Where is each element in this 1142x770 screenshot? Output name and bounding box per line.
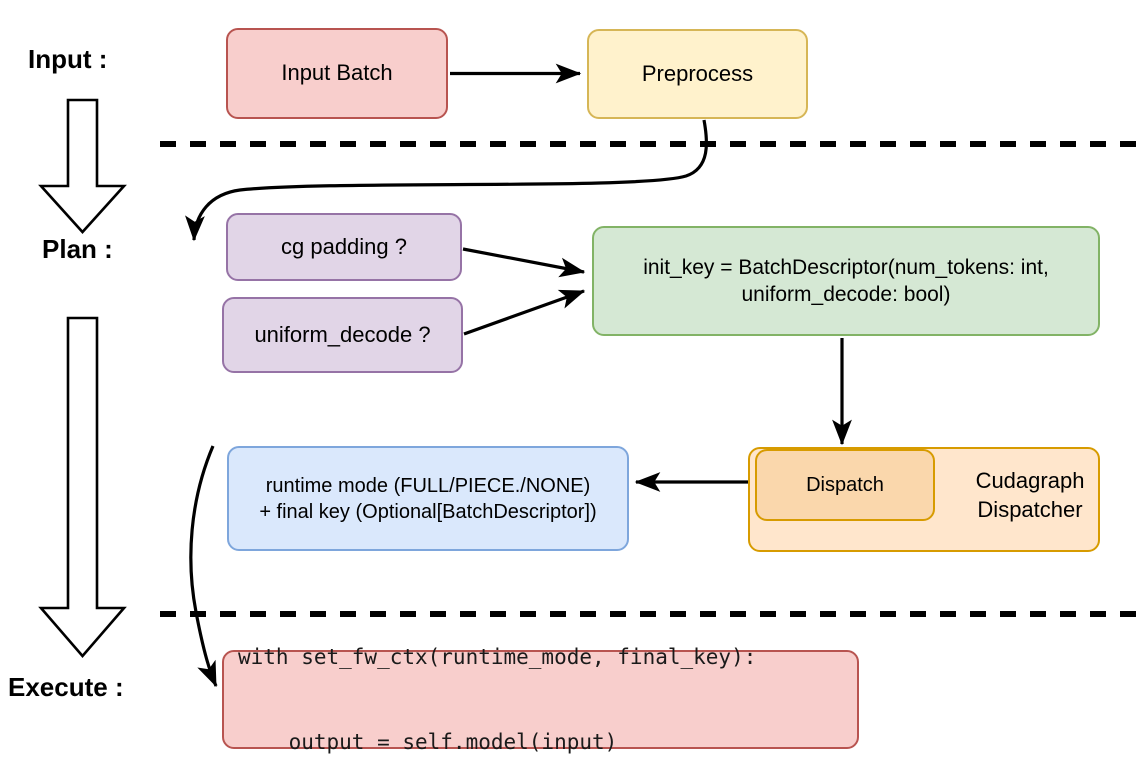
edge-runtime-mode-to-exec-code [189,445,218,688]
node-preprocess-label: Preprocess [641,60,754,86]
node-dispatch-label: Dispatch [806,474,884,496]
edge-cg-padding-to-init-key [462,247,586,278]
input-to-plan-block-arrow [38,98,127,234]
node-preprocess[interactable]: Preprocess [587,29,808,119]
node-init-key[interactable]: init_key = BatchDescriptor(num_tokens: i… [592,226,1100,336]
node-input-batch-label: Input Batch [281,60,393,86]
node-runtime-mode-line1: runtime mode (FULL/PIECE./NONE) [265,474,591,497]
node-init-key-line1: init_key = BatchDescriptor(num_tokens: i… [643,255,1049,279]
node-exec-code-line1: with set_fw_ctx(runtime_mode, final_key)… [238,644,757,669]
node-exec-code-line2: output = self.model(input) [238,729,618,754]
node-cudagraph-dispatcher-line1: Cudagraph [975,468,1085,493]
node-cg-padding-label: cg padding ? [281,233,407,259]
stage-label-plan: Plan : [42,234,113,264]
node-dispatch[interactable]: Dispatch [755,449,935,521]
plan-to-execute-block-arrow [38,316,127,658]
stage-label-execute: Execute : [8,672,124,702]
node-uniform-decode[interactable]: uniform_decode ? [222,297,463,373]
edge-uniform-decode-to-init-key [463,289,586,336]
node-runtime-mode[interactable]: runtime mode (FULL/PIECE./NONE) + final … [227,446,629,551]
stage-label-input: Input : [28,44,108,74]
node-exec-code[interactable]: with set_fw_ctx(runtime_mode, final_key)… [222,645,859,754]
node-uniform-decode-label: uniform_decode ? [254,321,431,347]
node-input-batch[interactable]: Input Batch [226,28,448,119]
node-cudagraph-dispatcher-line2: Dispatcher [977,496,1083,522]
node-runtime-mode-line2: + final key (Optional[BatchDescriptor]) [259,500,597,523]
node-init-key-line2: uniform_decode: bool) [741,283,951,306]
node-cg-padding[interactable]: cg padding ? [226,213,462,281]
